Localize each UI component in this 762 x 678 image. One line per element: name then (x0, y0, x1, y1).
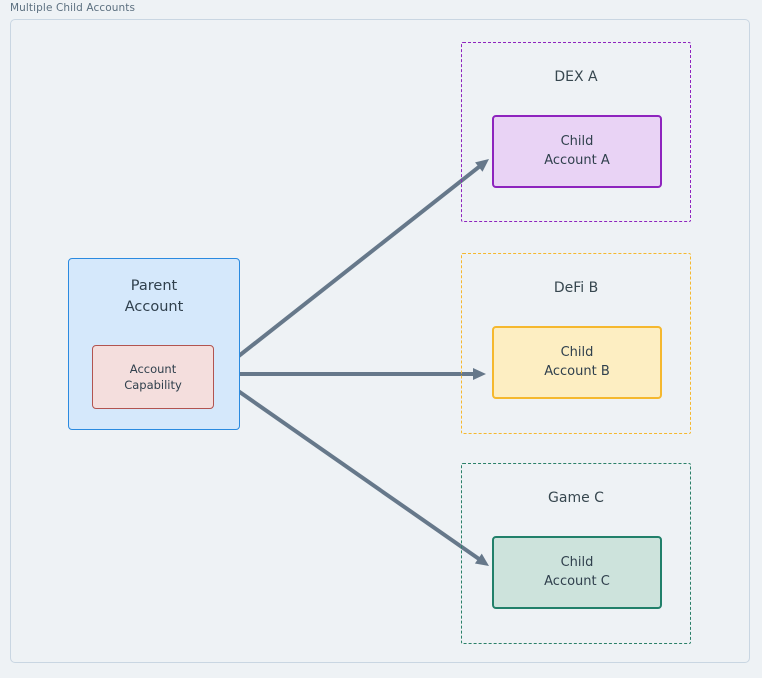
group-game-c-label: Game C (548, 490, 604, 506)
child-account-a-label-line2: Account A (544, 152, 610, 168)
account-capability-label-line2: Capability (124, 378, 182, 392)
node-child-account-a[interactable]: Child Account A (492, 115, 662, 188)
group-defi-b-label: DeFi B (553, 280, 599, 296)
node-child-account-c[interactable]: Child Account C (492, 536, 662, 609)
node-child-account-b[interactable]: Child Account B (492, 326, 662, 399)
group-game-c: Game C (461, 463, 691, 644)
child-account-c-label-line1: Child (560, 555, 594, 571)
child-account-b-label-line1: Child (560, 345, 594, 361)
diagram-title: Multiple Child Accounts (10, 2, 136, 14)
group-dex-a: DEX A (461, 42, 691, 222)
child-account-c-label-line2: Account C (544, 573, 610, 589)
node-account-capability[interactable]: Account Capability (92, 345, 214, 409)
group-defi-b: DeFi B (461, 253, 691, 434)
account-capability-label-line1: Account (129, 361, 177, 376)
child-account-b-label-line2: Account B (544, 363, 610, 379)
parent-account-label-line2: Account (124, 298, 184, 315)
parent-account-label-line1: Parent (130, 278, 178, 294)
group-dex-a-label: DEX A (554, 69, 598, 85)
child-account-a-label-line1: Child (560, 134, 594, 150)
